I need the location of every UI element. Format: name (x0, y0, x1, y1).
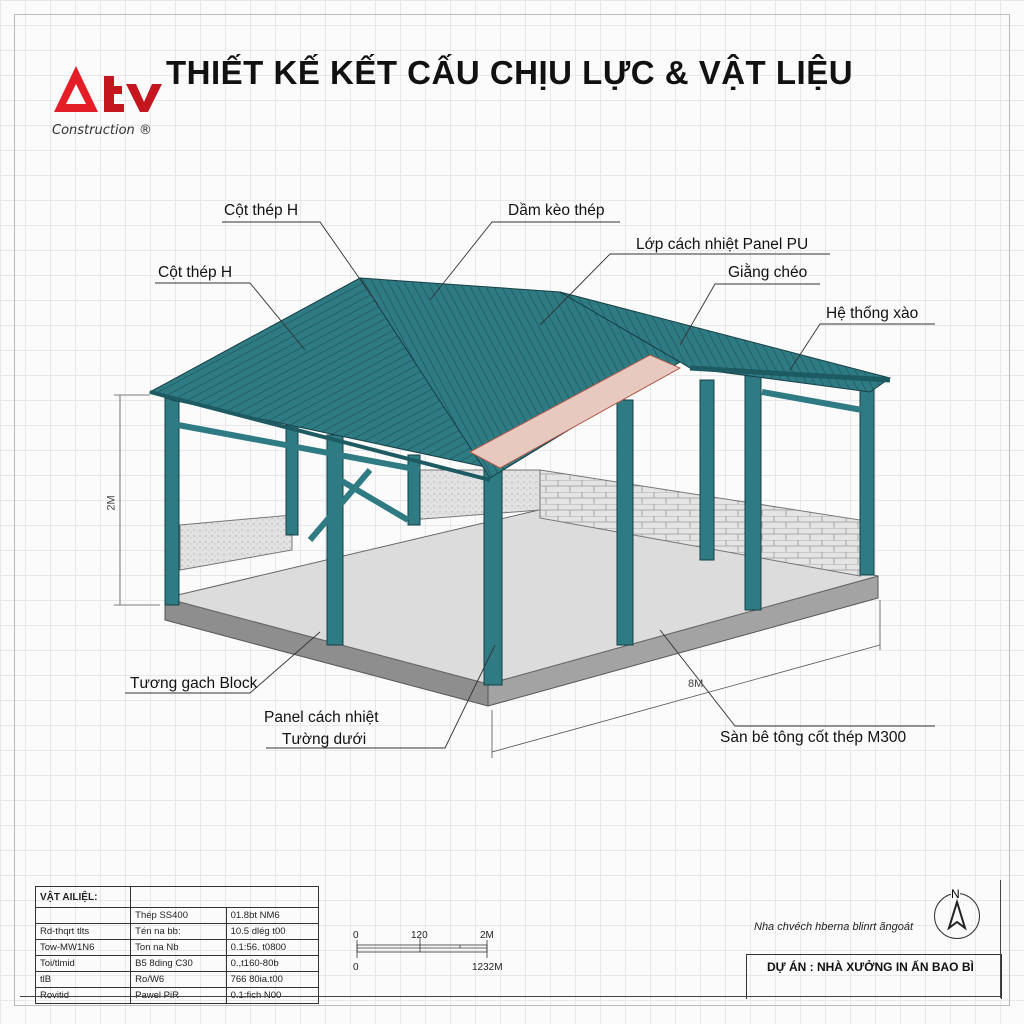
block-wall-left (179, 514, 293, 571)
scale-label: 2M (480, 930, 494, 941)
table-cell: 766 80ia.t00 (225, 971, 320, 988)
table-cell: tlB (34, 971, 132, 988)
leader-lines (125, 221, 935, 749)
steel-beams (177, 389, 863, 542)
label-insulation: Lớp cách nhiệt Panel PU (636, 236, 809, 253)
dimension-length: 8M (688, 678, 704, 690)
page-title: THIẾT KẾ KẾT CẤU CHỊU LỰC & VẬT LIỆU (166, 54, 854, 91)
label-panel: Panel cách nhiệt (264, 709, 379, 726)
drawing-note: Nha chvéch hberna blinrt ãngoát (754, 921, 913, 933)
north-label: N (951, 887, 960, 901)
dimension-height: 2M (105, 495, 118, 511)
table-cell: 01.8bt NM6 (225, 907, 320, 924)
scale-label: 0 (353, 962, 359, 973)
table-cell: Pawel PiR (130, 987, 227, 1004)
table-cell: 0.,t160-80b (225, 955, 320, 972)
north-arrow-icon: N (934, 887, 980, 939)
scale-label: 1232M (472, 962, 503, 973)
label-lower-wall: Tường dưới (282, 731, 367, 748)
atv-logo: Construction ® (52, 66, 162, 138)
table-cell: B5 8ding C30 (130, 955, 227, 972)
table-cell: 10.5 dlég t00 (225, 923, 320, 940)
svg-text:Construction ®: Construction ® (52, 123, 152, 138)
label-bracing: Giằng chéo (728, 264, 808, 281)
table-cell: Tow-MW1N6 (34, 939, 132, 956)
roof-right (559, 291, 892, 393)
insulation-cutaway (468, 354, 682, 469)
project-name: DỰ ÁN : NHÀ XƯỞNG IN ẤN BAO BÌ (767, 960, 974, 974)
table-cell: Rd-thqrt tlts (34, 923, 132, 940)
table-cell: 0.1:fich N00 (225, 987, 320, 1004)
table-cell: Ro/W6 (130, 971, 227, 988)
table-cell: Toi/tlmid (34, 955, 132, 972)
label-block-wall: Tương gach Block (130, 675, 258, 692)
dimension-lines (114, 394, 881, 758)
label-floor-slab: Sàn bê tông cốt thép M300 (720, 729, 907, 746)
project-title-block: DỰ ÁN : NHÀ XƯỞNG IN ẤN BAO BÌ (746, 954, 1002, 999)
table-cell (34, 907, 132, 924)
label-gutter: Hệ thống xào (826, 305, 919, 322)
label-roof-beam: Dầm kèo thép (508, 202, 605, 219)
label-column-h-1: Cột thép H (224, 202, 299, 219)
label-column-h-2: Cột thép H (158, 264, 233, 281)
scale-bar (356, 938, 488, 958)
table-cell: Thép SS400 (130, 907, 227, 924)
table-cell: Tén na bb: (130, 923, 227, 940)
title-block-border (20, 996, 1002, 997)
title-block-border-right (1000, 880, 1001, 998)
table-cell: Ton na Nb (130, 939, 227, 956)
table-cell (130, 886, 319, 908)
scale-label: 0 (353, 930, 359, 941)
drawing-frame (14, 14, 1010, 1006)
table-cell: 0.1:56. t0800 (225, 939, 320, 956)
scale-label: 120 (411, 930, 428, 941)
materials-header: VẬT AILIỆL: (34, 886, 132, 908)
steel-columns (164, 374, 875, 686)
